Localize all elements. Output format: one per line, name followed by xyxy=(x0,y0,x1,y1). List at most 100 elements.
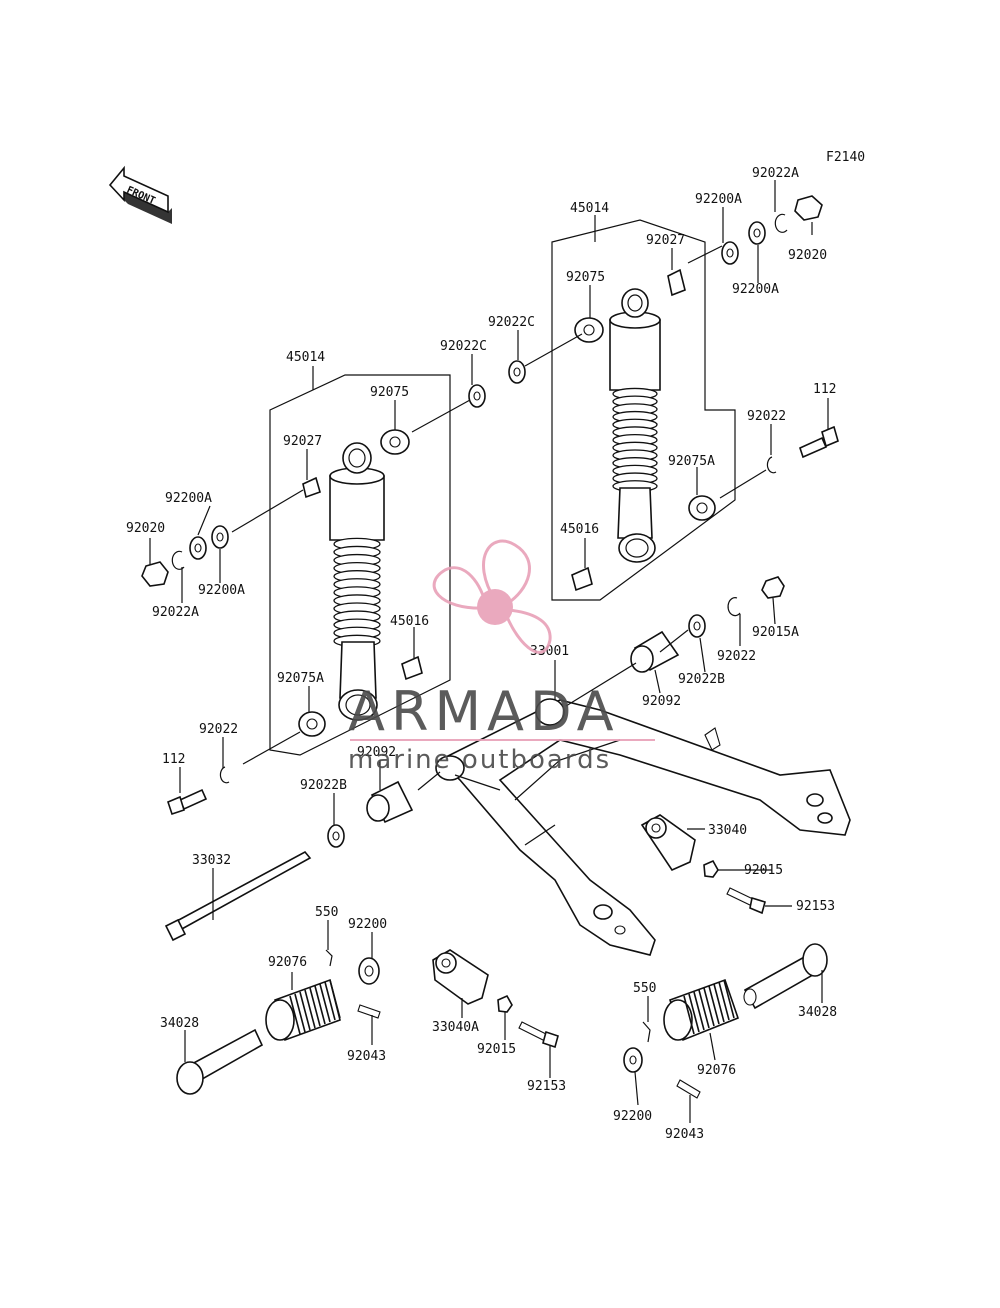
rubber-ridge xyxy=(698,989,710,1029)
clip-92022-mid xyxy=(727,597,741,617)
part-number-l-45014-left: 45014 xyxy=(286,350,325,365)
rubber-ridge xyxy=(718,981,730,1021)
nut-92020-left xyxy=(141,561,169,587)
part-number-l-92075-right: 92075 xyxy=(566,270,605,285)
part-number-l-45016-left: 45016 xyxy=(390,614,429,629)
collar-92092-left xyxy=(366,780,414,824)
part-number-l-92075a-left: 92075A xyxy=(277,671,324,686)
bolt-92153-right xyxy=(726,887,766,915)
rubber-ridge xyxy=(683,995,695,1035)
rubber-ridge xyxy=(329,979,341,1019)
rubber-ridge xyxy=(304,989,316,1029)
swingarm xyxy=(435,698,851,956)
bolt-112-right xyxy=(799,425,839,459)
part-number-l-92043-left: 92043 xyxy=(347,1049,386,1064)
rubber-ridge xyxy=(324,981,336,1021)
part-number-l-45016-right: 45016 xyxy=(560,522,599,537)
nut-92015A xyxy=(761,576,785,599)
part-number-l-92075-left: 92075 xyxy=(370,385,409,400)
part-number-l-92200a-left-top: 92200A xyxy=(165,491,212,506)
part-number-l-33040a: 33040A xyxy=(432,1020,479,1035)
pin-92043-right xyxy=(676,1079,701,1099)
rubber-ridge xyxy=(299,991,311,1031)
leader-lines xyxy=(149,180,829,1123)
nut-92020-right xyxy=(794,195,823,221)
propeller-logo-icon xyxy=(432,539,552,654)
part-number-l-92092-right: 92092 xyxy=(642,694,681,709)
rubber-ridge xyxy=(294,993,306,1033)
part-number-l-92022b-left: 92022B xyxy=(300,778,347,793)
outline-right-shock xyxy=(551,219,736,601)
rubber-ridge xyxy=(314,985,326,1025)
shock-absorber-left xyxy=(329,442,385,721)
rubber-ridge xyxy=(309,987,321,1027)
part-number-l-92153-left: 92153 xyxy=(527,1079,566,1094)
bolt-92153-left xyxy=(518,1021,559,1049)
rubber-ridge xyxy=(723,979,735,1019)
part-number-l-112-left: 112 xyxy=(162,752,185,767)
sleeve-92027-left xyxy=(302,476,321,499)
part-number-l-92022b-right: 92022B xyxy=(678,672,725,687)
part-number-l-92020-right: 92020 xyxy=(788,248,827,263)
part-number-l-92027-left: 92027 xyxy=(283,434,322,449)
collar-92092-right xyxy=(630,630,680,673)
part-number-l-550-right: 550 xyxy=(633,981,656,996)
cotter-pin-550-right xyxy=(642,1021,651,1043)
watermark-brand: ARMADA xyxy=(348,680,620,743)
part-number-l-92022c-left: 92022C xyxy=(440,339,487,354)
part-number-l-92092-left: 92092 xyxy=(357,745,396,760)
rubber-ridge xyxy=(713,983,725,1023)
rubber-ridge xyxy=(693,991,705,1031)
part-number-l-112-right: 112 xyxy=(813,382,836,397)
footrest-rubber-92076-right xyxy=(663,978,740,1042)
pin-34028-right xyxy=(743,943,828,1010)
bolt-112-left xyxy=(167,788,208,816)
part-number-l-92020-left: 92020 xyxy=(126,521,165,536)
clip-92022-right xyxy=(766,456,777,474)
part-number-l-92200a-left-bot: 92200A xyxy=(198,583,245,598)
cotter-pin-550-left xyxy=(325,949,333,967)
part-number-l-92022c-right: 92022C xyxy=(488,315,535,330)
outline-left-shock xyxy=(269,374,451,756)
part-number-l-550-left: 550 xyxy=(315,905,338,920)
part-number-l-92015-right: 92015 xyxy=(744,863,783,878)
sleeve-92027-right xyxy=(667,268,686,297)
part-number-l-92076-left: 92076 xyxy=(268,955,307,970)
part-number-l-92027-right: 92027 xyxy=(646,233,685,248)
part-number-l-92015a: 92015A xyxy=(752,625,799,640)
part-number-l-92022a-left: 92022A xyxy=(152,605,199,620)
clip-92022-left xyxy=(219,766,230,784)
part-labels: 4501492022A92200A920279202092200A9207592… xyxy=(126,166,837,1142)
part-number-l-92075a-right: 92075A xyxy=(668,454,715,469)
part-number-l-92015-left: 92015 xyxy=(477,1042,516,1057)
nut-92015-right xyxy=(703,859,719,878)
rubber-ridge xyxy=(319,983,331,1023)
shock-absorber-right xyxy=(609,288,661,563)
part-number-l-34028-right: 34028 xyxy=(798,1005,837,1020)
part-number-l-45014-right: 45014 xyxy=(570,201,609,216)
shaft-33032 xyxy=(164,850,312,942)
pin-34028-left xyxy=(176,1028,264,1095)
footrest-rubber-92076-left xyxy=(265,978,341,1042)
part-number-l-92022-mid: 92022 xyxy=(717,649,756,664)
sleeve-45016-left xyxy=(401,655,423,681)
part-number-l-92200-left: 92200 xyxy=(348,917,387,932)
rubber-ridge xyxy=(289,995,301,1035)
adjuster-33040 xyxy=(640,814,696,872)
part-number-l-92200a-right: 92200A xyxy=(732,282,779,297)
part-number-l-92022a-top: 92022A xyxy=(752,166,799,181)
part-number-l-92043-right: 92043 xyxy=(665,1127,704,1142)
rubber-ridge xyxy=(688,993,700,1033)
part-number-l-92076-right: 92076 xyxy=(697,1063,736,1078)
front-arrow-icon: FRONT xyxy=(108,165,172,224)
part-number-l-92200-right: 92200 xyxy=(613,1109,652,1124)
part-number-l-34028-left: 34028 xyxy=(160,1016,199,1031)
rubber-ridge xyxy=(703,987,715,1027)
clip-92022A-left xyxy=(171,550,185,570)
clip-92022A-right xyxy=(774,213,788,233)
nut-92015-left xyxy=(497,994,513,1013)
part-number-l-33032: 33032 xyxy=(192,853,231,868)
armada-watermark: ARMADA marine outboards xyxy=(348,539,655,775)
adjuster-33040A xyxy=(432,949,489,1005)
